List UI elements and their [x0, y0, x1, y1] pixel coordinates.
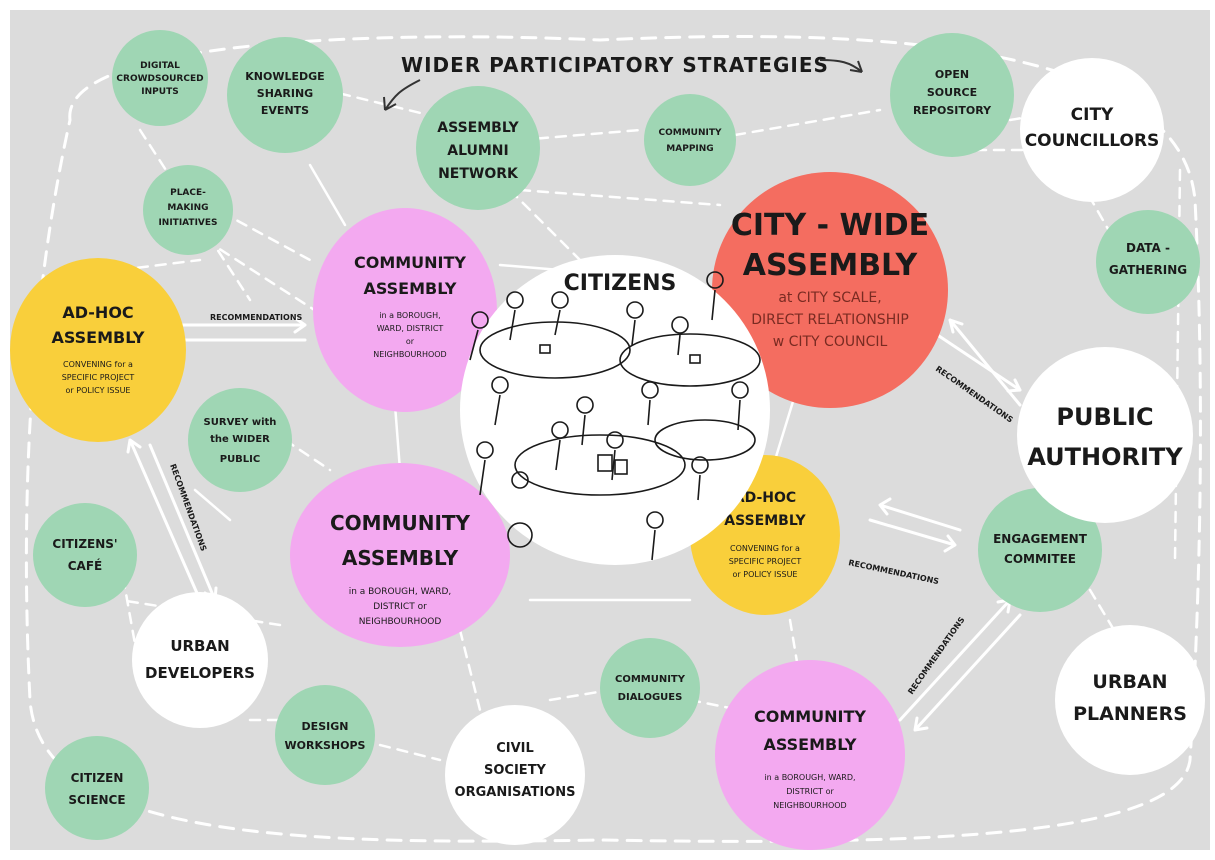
citizens-label: CITIZENS — [564, 271, 677, 296]
header-arrow-left — [383, 79, 421, 111]
svg-text:in a BOROUGH, WARD,DISTRICT or: in a BOROUGH, WARD,DISTRICT orNEIGHBOURH… — [349, 587, 452, 627]
citizens-illustration — [469, 271, 761, 561]
recommendations-label-right-top: RECOMMENDATIONS — [934, 364, 1015, 424]
header-title-group: WIDER PARTICIPATORY STRATEGIES — [383, 53, 863, 111]
node-data-gathering: DATA -GATHERING — [1096, 210, 1200, 314]
node-citizens-cafe: CITIZENS'CAFÉ — [33, 503, 137, 607]
svg-text:in a BOROUGH, WARD,DISTRICT or: in a BOROUGH, WARD,DISTRICT orNEIGHBOURH… — [764, 773, 855, 810]
header-arrow-right — [819, 59, 863, 73]
recommendations-label-left: RECOMMENDATIONS — [210, 313, 303, 322]
solid-connectors — [193, 163, 797, 602]
svg-text:DATA -GATHERING: DATA -GATHERING — [1109, 241, 1187, 277]
recommendations-label-right-mid: RECOMMENDATIONS — [848, 558, 940, 586]
node-citizens: CITIZENS — [460, 255, 770, 565]
svg-text:CITIZENS'CAFÉ: CITIZENS'CAFÉ — [52, 537, 117, 573]
outer-dashed-loop — [24, 35, 1202, 843]
header-title: WIDER PARTICIPATORY STRATEGIES — [401, 53, 829, 77]
